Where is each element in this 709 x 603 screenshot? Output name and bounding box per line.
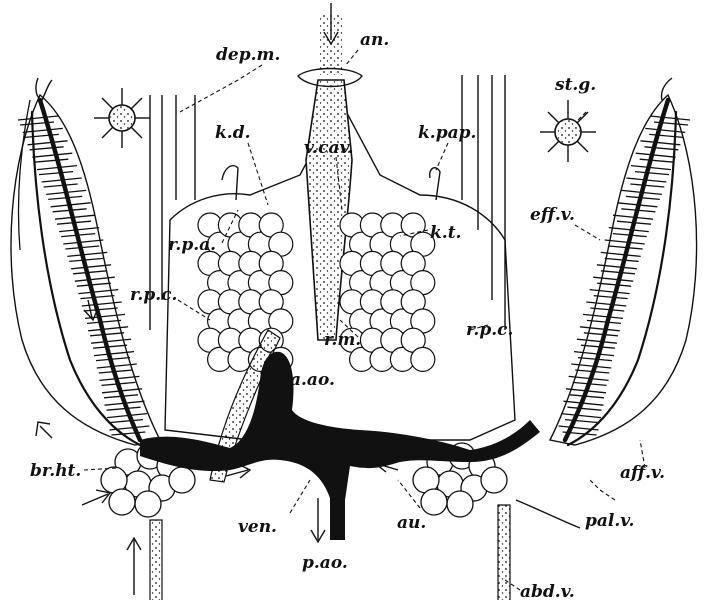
label-k-t: k.t. bbox=[430, 223, 461, 243]
label-k-pap: k.pap. bbox=[418, 123, 476, 143]
label-eff-v: eff.v. bbox=[530, 205, 575, 225]
right-stellate-ganglion bbox=[540, 100, 596, 162]
label-k-d: k.d. bbox=[215, 123, 251, 143]
label-p-ao: p.ao. bbox=[302, 553, 348, 573]
label-r-p-c-left: r.p.c. bbox=[130, 285, 177, 305]
label-an: an. bbox=[360, 30, 389, 50]
label-ven: ven. bbox=[238, 517, 277, 537]
label-br-ht: br.ht. bbox=[30, 461, 81, 481]
label-r-m: r.m. bbox=[324, 330, 361, 350]
systemic-heart bbox=[140, 352, 540, 540]
left-stellate-ganglion bbox=[94, 88, 150, 148]
label-r-p-a: r.p.a. bbox=[168, 235, 216, 255]
label-au: au. bbox=[397, 513, 426, 533]
label-v-cav: v.cav. bbox=[304, 138, 354, 158]
label-abd-v: abd.v. bbox=[520, 582, 575, 602]
label-r-p-c-right: r.p.c. bbox=[466, 320, 513, 340]
label-a-ao: a.ao. bbox=[290, 370, 335, 390]
label-pal-v: pal.v. bbox=[585, 511, 634, 531]
label-aff-v: aff.v. bbox=[620, 463, 665, 483]
label-dep-m: dep.m. bbox=[216, 45, 280, 65]
label-st-g: st.g. bbox=[554, 75, 596, 95]
